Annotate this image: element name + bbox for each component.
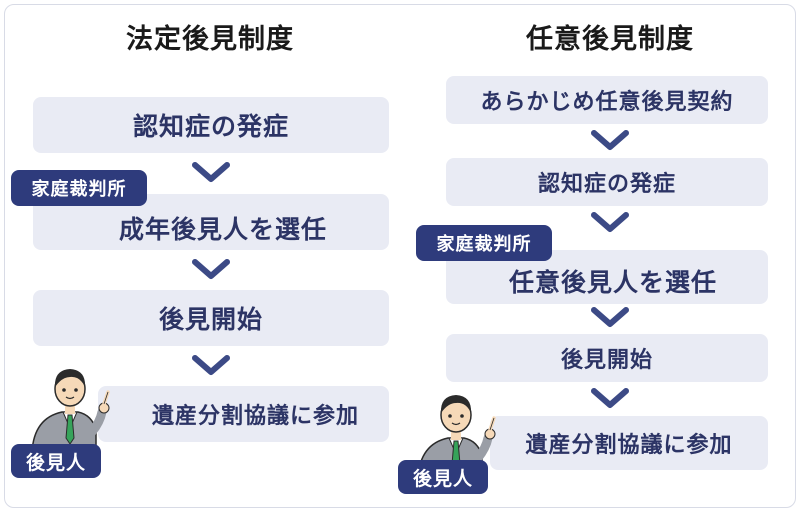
left-step-appoint-guardian: 成年後見人を選任: [33, 194, 389, 250]
businessman-pointing-icon: [31, 369, 110, 452]
right-step-inheritance: 遺産分割協議に参加: [490, 416, 768, 470]
right-step-start: 後見開始: [446, 334, 768, 382]
chevron-down-icon: [192, 162, 230, 182]
right-step-inheritance-label: 遺産分割協議に参加: [525, 433, 733, 458]
chevron-down-icon: [591, 307, 629, 327]
chevron-down-icon: [591, 212, 629, 232]
left-column-title: 法定後見制度: [126, 24, 294, 55]
left-step-appoint-guardian-label: 成年後見人を選任: [118, 215, 327, 244]
right-step-contract: あらかじめ任意後見契約: [446, 76, 768, 124]
left-step-inheritance-label: 遺産分割協議に参加: [151, 404, 359, 429]
chevron-down-icon: [591, 388, 629, 408]
chevron-down-icon: [591, 130, 629, 150]
left-step-start: 後見開始: [33, 290, 389, 346]
diagram-frame: [4, 4, 796, 508]
guardian-badge-left: 後見人: [11, 444, 101, 478]
guardian-badge-right: 後見人: [398, 460, 488, 494]
right-column-title: 任意後見制度: [526, 24, 694, 55]
court-badge-right: 家庭裁判所: [416, 225, 552, 261]
left-step-inheritance: 遺産分割協議に参加: [98, 386, 389, 442]
right-step-appoint-guardian-label: 任意後見人を選任: [508, 268, 717, 297]
court-badge-left: 家庭裁判所: [11, 170, 147, 206]
chevron-down-icon: [192, 355, 230, 375]
right-step-onset: 認知症の発症: [446, 158, 768, 206]
left-step-onset: 認知症の発症: [33, 97, 389, 153]
chevron-down-icon: [192, 259, 230, 279]
